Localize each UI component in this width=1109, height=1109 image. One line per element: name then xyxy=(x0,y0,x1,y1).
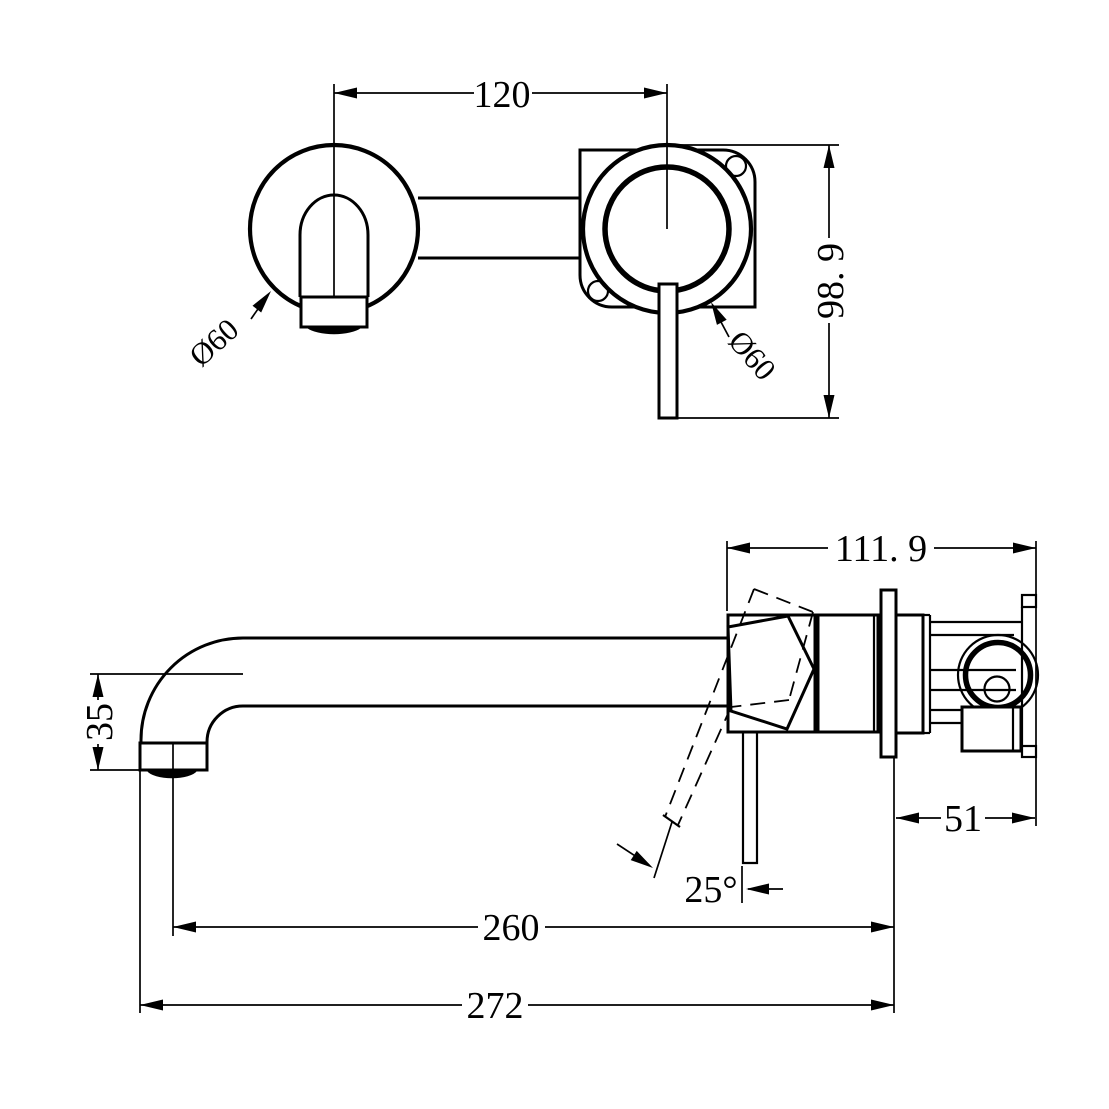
arrowhead xyxy=(711,302,727,325)
dim-overall-reach-label: 272 xyxy=(467,985,524,1027)
arrowhead xyxy=(823,395,835,418)
dimension-wall-offset: 51 xyxy=(896,798,1035,840)
handle-phantom-outline xyxy=(653,588,814,879)
aerator-mesh xyxy=(307,328,361,335)
arrowhead xyxy=(727,542,750,554)
arrowhead xyxy=(334,87,357,99)
dimension-spout-reach: 260 xyxy=(173,907,894,949)
mixer-handle-top xyxy=(657,282,679,420)
inlet-fitting-ring xyxy=(962,639,1034,711)
spout-aerator-box xyxy=(299,295,369,329)
arrowhead xyxy=(92,674,104,697)
arrowhead xyxy=(896,812,919,824)
arrowhead xyxy=(746,883,769,895)
arrowhead xyxy=(92,747,104,770)
dimension-spout-drop: 35 xyxy=(79,673,243,771)
dimension-center-distance: 120 xyxy=(334,74,667,116)
inlet-fitting-outer xyxy=(956,633,1040,717)
in-wall-body xyxy=(894,613,925,735)
dia-label-left: Ø60 xyxy=(182,311,245,373)
arrowhead xyxy=(173,921,196,933)
valve-body xyxy=(653,588,1040,879)
dim-spout-reach-label: 260 xyxy=(483,907,540,949)
dimension-handle-height: 98. 9 xyxy=(662,144,852,419)
handle-lever-vertical xyxy=(741,732,759,865)
arrowhead xyxy=(871,921,894,933)
arrowhead xyxy=(252,291,271,313)
dim-spout-drop-label: 35 xyxy=(79,703,121,741)
screw-hole xyxy=(724,154,748,178)
dimension-overall-reach: 272 xyxy=(140,985,894,1027)
dim-body-length-label: 111. 9 xyxy=(835,528,927,570)
arrowhead xyxy=(823,145,835,168)
inlet-block xyxy=(960,705,1023,753)
arrowhead xyxy=(630,850,653,868)
mount-rail-tab xyxy=(1020,593,1038,609)
wall-flange xyxy=(879,588,898,759)
arrowhead xyxy=(1013,542,1036,554)
dimension-body-length: 111. 9 xyxy=(727,528,1036,570)
arrowhead xyxy=(644,87,667,99)
diameter-callout-left: Ø60 xyxy=(182,291,271,373)
inlet-fitting-port xyxy=(983,675,1011,703)
arrowhead xyxy=(1012,812,1035,824)
handle-dome xyxy=(726,614,816,731)
spout-elbow-outer xyxy=(139,636,244,743)
dim-handle-angle-label: 25° xyxy=(684,869,737,911)
aerator-mesh-side xyxy=(147,771,197,779)
dim-handle-height-label: 98. 9 xyxy=(810,243,852,319)
dim-center-distance-label: 120 xyxy=(474,74,531,116)
dia-label-right: Ø60 xyxy=(722,324,783,387)
mount-rail-tab xyxy=(1020,744,1038,759)
arrowhead xyxy=(871,999,894,1011)
diameter-callout-right: Ø60 xyxy=(711,302,783,387)
side-view: 111. 9 35 51 25° xyxy=(79,528,1040,1027)
spout-elbow-inner xyxy=(205,704,244,743)
dimension-handle-angle: 25° xyxy=(616,843,783,911)
arrowhead xyxy=(140,999,163,1011)
dim-wall-offset-label: 51 xyxy=(944,798,982,840)
top-view: 120 98. 9 Ø60 Ø60 xyxy=(182,74,852,420)
cartridge-cylinder xyxy=(816,613,880,734)
